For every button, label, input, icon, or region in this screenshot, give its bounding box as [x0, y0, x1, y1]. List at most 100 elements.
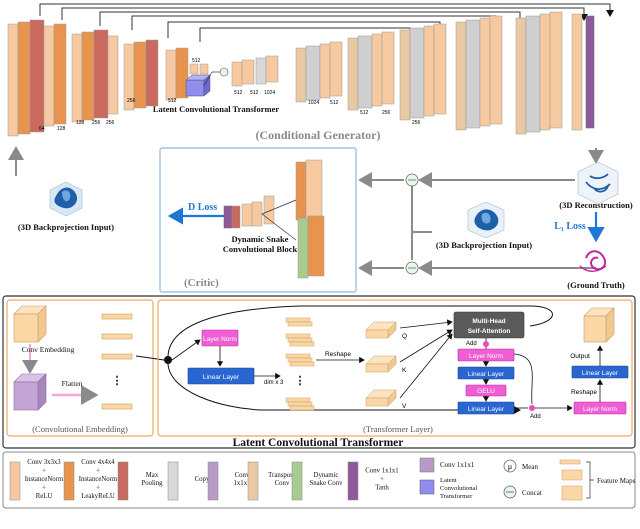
legend-item-label: Transpose — [268, 472, 296, 479]
mhsa-label: Multi-Head — [472, 318, 505, 325]
legend-concat: Concat — [522, 489, 542, 497]
linear-layer-label: Linear Layer — [203, 374, 240, 381]
k-label: K — [402, 367, 407, 374]
critic-block-label: Convolutional Block — [223, 244, 298, 254]
legend-swatch — [9, 461, 21, 501]
legend-item-label: Conv 3x3x3 — [27, 459, 61, 466]
lct-title: Latent Convolutional Transformer — [233, 437, 404, 449]
legend-item-label: Tanh — [375, 484, 389, 491]
ground-truth: (Ground Truth) — [567, 250, 625, 290]
reshape-label: Reshape — [571, 389, 597, 396]
dim-label: 256 — [106, 120, 115, 126]
legend-latent: Latent — [440, 477, 457, 484]
q-label: Q — [402, 333, 407, 340]
encoder-block-1: 64 128 — [7, 19, 67, 137]
transformer-title: (Transformer Layer) — [363, 424, 433, 434]
dim-label: 512 — [234, 90, 243, 96]
token-stack — [101, 313, 133, 410]
linear-layer-label: Linear Layer — [468, 406, 505, 413]
gelu-label: GELU — [477, 388, 495, 395]
dim-label: 1024 — [308, 100, 319, 106]
l1-loss: L₁ Loss — [554, 212, 605, 243]
legend-item-label: Conv 1x1x1 — [365, 468, 398, 475]
dim-label: 64 — [39, 126, 45, 132]
legend-item-label: + — [96, 484, 100, 491]
layer-norm-label: Layer Norm — [469, 353, 503, 360]
add-node — [483, 341, 489, 347]
generator: 64 128 128 256 256 256 512 512 — [7, 3, 614, 142]
legend-item-label: Copy — [195, 476, 210, 483]
dim-label: 1024 — [264, 90, 275, 96]
decoder-block-3: 256 — [399, 23, 447, 126]
legend-item-label: Max — [146, 472, 159, 479]
junction-node — [164, 356, 172, 364]
encoder-block-2: 128 256 256 — [71, 29, 119, 126]
decoder-block-2: 512 256 — [347, 31, 395, 116]
ellipsis: ⋮ — [295, 375, 306, 387]
encoder-block-4: 512 512 — [165, 47, 209, 104]
dim-label: 512 — [250, 90, 259, 96]
legend-latent: Transformer — [440, 493, 473, 500]
legend-swatch — [247, 461, 259, 501]
legend-item-label: Conv — [275, 480, 290, 487]
backprojection-label: (3D Backprojection Input) — [18, 222, 114, 232]
generator-title: (Conditional Generator) — [256, 128, 381, 142]
reconstruction-output: (3D Reconstruction) — [559, 161, 633, 210]
embedding-cube-purple — [13, 373, 47, 411]
mhsa-label: Self-Attention — [468, 328, 511, 335]
output-cube — [583, 307, 615, 343]
dim-label: 256 — [412, 120, 421, 126]
linear-layer-label: Linear Layer — [468, 371, 505, 378]
legend-item-label: Snake Conv — [309, 480, 343, 487]
decoder-block-1: 1024 512 — [295, 41, 343, 106]
dim-label: 512 — [360, 110, 369, 116]
legend-swatch — [291, 461, 303, 501]
legend-swatch — [419, 479, 435, 495]
legend-swatch — [117, 461, 129, 501]
dim-label: 256 — [127, 98, 136, 104]
bottleneck-transformer: 512 512 1024 Latent Convolutional Transf… — [153, 55, 279, 114]
add-node — [529, 405, 535, 411]
layer-norm-label: Layer Norm — [583, 406, 617, 413]
backprojection-input-mid: (3D Backprojection Input) — [436, 201, 532, 250]
reshape-label: Reshape — [325, 351, 351, 358]
dim-label: 512 — [330, 100, 339, 106]
legend-swatch — [347, 461, 359, 501]
dim-label: 256 — [92, 120, 101, 126]
decoder-block-4 — [455, 15, 503, 131]
mean-icon — [503, 459, 517, 473]
concat-icon — [219, 67, 229, 77]
backprojection-label: (3D Backprojection Input) — [436, 240, 532, 250]
dim-x3-label: dim x 3 — [264, 380, 284, 386]
ellipsis: ⋮ — [112, 375, 123, 387]
legend-item-label: 1x1x1 — [234, 480, 251, 487]
dim-label: 128 — [57, 126, 66, 132]
dim-label: 512 — [192, 58, 201, 64]
legend-swatch — [63, 461, 75, 501]
backprojection-input-left: (3D Backprojection Input) — [18, 181, 114, 232]
legend-item-label: Conv 4x4x4 — [81, 459, 115, 466]
layer-norm-label: Layer Norm — [203, 336, 237, 343]
legend-item-label: ReLU — [36, 493, 53, 500]
legend-item-label: LeakyReLU — [81, 493, 115, 500]
add-label: Add — [530, 414, 541, 420]
critic-title: (Critic) — [184, 277, 219, 289]
feature-maps-icon — [559, 459, 583, 501]
legend-item-label: Conv — [235, 472, 250, 479]
dim-label: 512 — [168, 98, 177, 104]
legend-latent: Convolutional — [440, 485, 477, 492]
d-loss-label: D Loss — [188, 202, 217, 213]
conv-embedding-title: (Convolutional Embedding) — [32, 424, 128, 434]
legend-swatch — [207, 461, 219, 501]
encoder-block-3: 256 — [123, 39, 159, 111]
output-label: Output — [570, 353, 590, 360]
legend-mean: Mean — [522, 463, 538, 471]
dim-label: 256 — [382, 110, 391, 116]
reconstruction-label: (3D Reconstruction) — [559, 200, 633, 210]
legend-item-label: + — [96, 468, 100, 475]
mean-symbol: μ — [508, 462, 512, 471]
ground-truth-label: (Ground Truth) — [567, 280, 625, 290]
legend-item-label: + — [42, 484, 46, 491]
flatten-label: Flatten — [62, 379, 83, 388]
